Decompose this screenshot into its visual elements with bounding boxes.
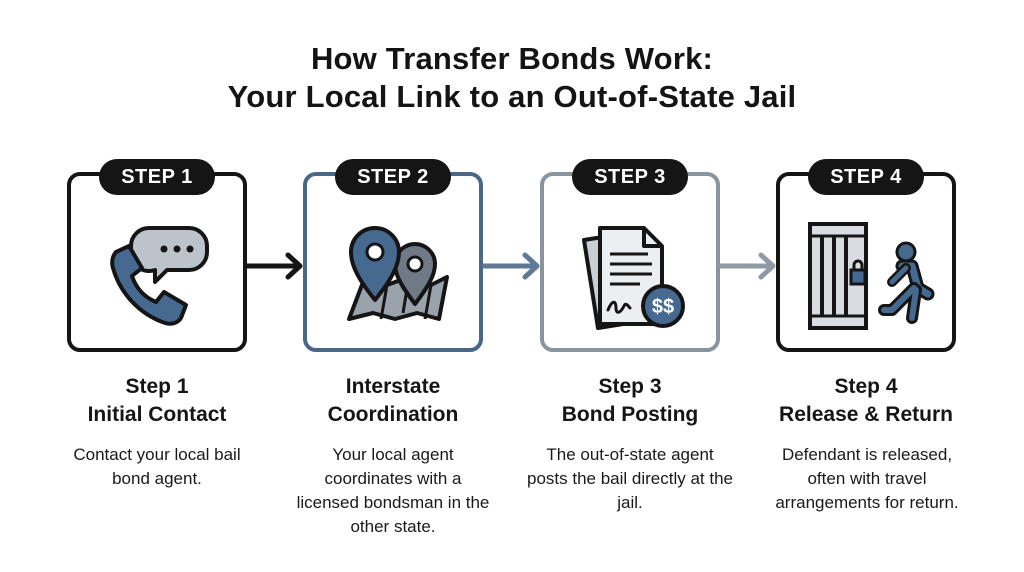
step-3-badge: STEP 3 <box>572 159 688 195</box>
money-symbol: $$ <box>652 296 674 318</box>
step-4-description: Defendant is released, often with travel… <box>775 445 959 512</box>
step-3-heading: Step 3 Bond Posting <box>505 373 755 429</box>
jail-release-icon <box>808 222 935 330</box>
step-1-badge: STEP 1 <box>99 159 215 195</box>
title-line-2: Your Local Link to an Out-of-State Jail <box>227 79 797 114</box>
step-2-heading: Interstate Coordination <box>268 373 518 429</box>
step-4-badge: STEP 4 <box>808 159 924 195</box>
diagram-title: How Transfer Bonds Work: Your Local Link… <box>0 40 1024 116</box>
step-4-card: STEP 4 <box>776 159 956 352</box>
step-4-heading-line1: Step 4 <box>834 375 898 398</box>
step-2-heading-line2: Coordination <box>327 403 459 426</box>
step-3-description: The out-of-state agent posts the bail di… <box>526 445 733 512</box>
step-2-badge: STEP 2 <box>335 159 451 195</box>
step-1-card: STEP 1 <box>67 159 247 352</box>
step-3-heading-line1: Step 3 <box>598 375 662 398</box>
document-money-icon: $$ <box>582 226 685 330</box>
arrow-3-icon <box>718 252 776 280</box>
step-4-heading: Step 4 Release & Return <box>741 373 991 429</box>
map-pins-icon <box>347 226 449 321</box>
step-2-description: Your local agent coordinates with a lice… <box>296 445 490 536</box>
step-3-heading-line2: Bond Posting <box>561 403 699 426</box>
arrow-2-icon <box>482 252 540 280</box>
step-1-description: Contact your local bail bond agent. <box>73 445 241 488</box>
step-1-heading: Step 1 Initial Contact <box>32 373 282 429</box>
step-1-heading-line2: Initial Contact <box>87 403 227 426</box>
step-4-heading-line2: Release & Return <box>779 403 953 426</box>
step-1-heading-line1: Step 1 <box>125 375 189 398</box>
step-3-card: STEP 3 $$ <box>540 159 720 352</box>
title-line-1: How Transfer Bonds Work: <box>310 41 714 76</box>
phone-chat-icon <box>110 226 209 326</box>
step-2-card: STEP 2 <box>303 159 483 352</box>
arrow-1-icon <box>245 252 303 280</box>
step-2-heading-line1: Interstate <box>345 375 441 398</box>
